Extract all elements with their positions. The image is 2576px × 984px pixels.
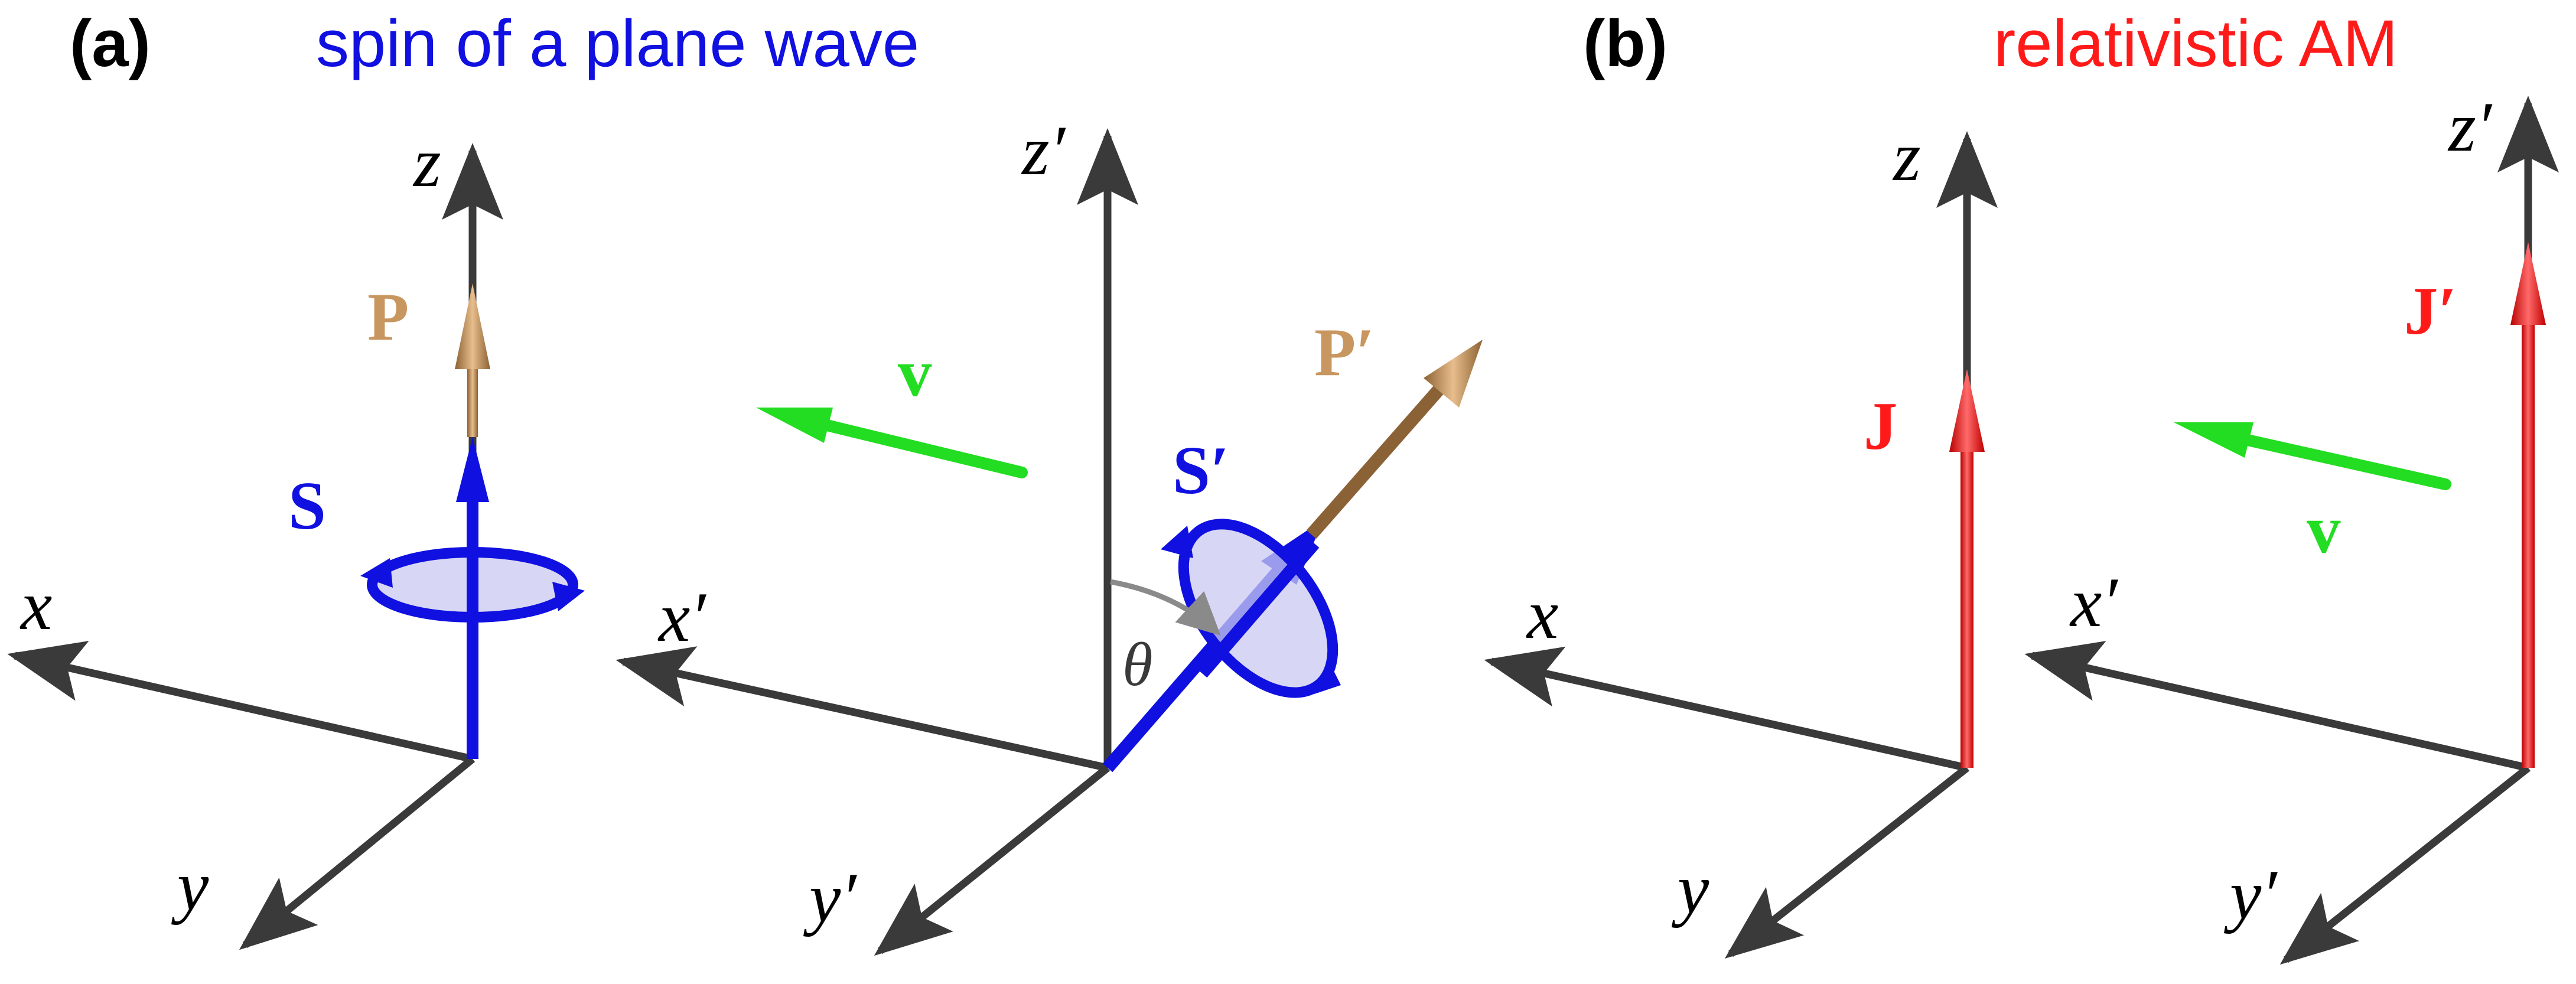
boosted-frame-axes-b [2024,96,2559,965]
y-label-b: y [1671,849,1709,928]
x-label: x [19,566,52,644]
vector-v-label: v [898,335,932,410]
panel-a-tag: (a) [70,6,151,80]
y-axis [239,755,476,950]
lab-frame-axes-b [1484,131,1998,959]
momentum-vector-p-prime [1306,340,1483,539]
vector-p-prime-label: P′ [1314,315,1375,390]
x-label-b: x [1526,575,1558,653]
z-label: z [412,123,441,201]
theta-arc [1110,579,1221,636]
velocity-vector-v-b [2174,422,2451,490]
angular-momentum-vector-j [1949,369,1985,768]
x-prime-label-b: x′ [2069,563,2118,641]
panel-b-title: relativistic AM [1994,6,2398,80]
lab-frame-axes [7,143,503,950]
polarization-circle [360,547,585,623]
panel-b: (b) relativistic AM z x y J v z′ x [1484,6,2559,965]
y-prime-axis-b [2279,764,2531,965]
boosted-frame-axes [615,128,1138,956]
vector-p-label: P [367,279,409,354]
y-prime-label-b: y′ [2223,855,2278,934]
y-prime-label: y′ [803,858,857,937]
velocity-vector-v [756,408,1028,478]
x-axis-b [1484,646,1968,772]
y-axis-b [1724,764,1970,959]
y-prime-axis [874,764,1110,956]
momentum-vector-p [455,284,490,437]
vector-j-prime-label: J′ [2404,273,2457,348]
panel-b-tag: (b) [1583,6,1668,80]
x-axis [7,641,474,763]
tilted-polarization-circle [1161,519,1341,698]
z-label-b: z [1892,117,1921,196]
z-prime-label-b: z′ [2447,87,2493,166]
vector-v-label-b: v [2307,492,2341,567]
x-prime-axis-b [2024,641,2529,772]
x-prime-axis [615,646,1109,772]
vector-s-label: S [288,468,326,543]
vector-s-prime-label: S′ [1173,433,1229,508]
y-label: y [171,846,209,925]
angular-momentum-vector-j-prime [2510,242,2546,768]
x-prime-label: x′ [657,578,706,656]
theta-label: θ [1122,630,1153,699]
panel-a-title: spin of a plane wave [316,6,919,80]
vector-j-label: J [1864,389,1898,464]
panel-a: (a) spin of a plane wave z x y P [7,6,1483,956]
z-prime-label: z′ [1021,111,1066,190]
